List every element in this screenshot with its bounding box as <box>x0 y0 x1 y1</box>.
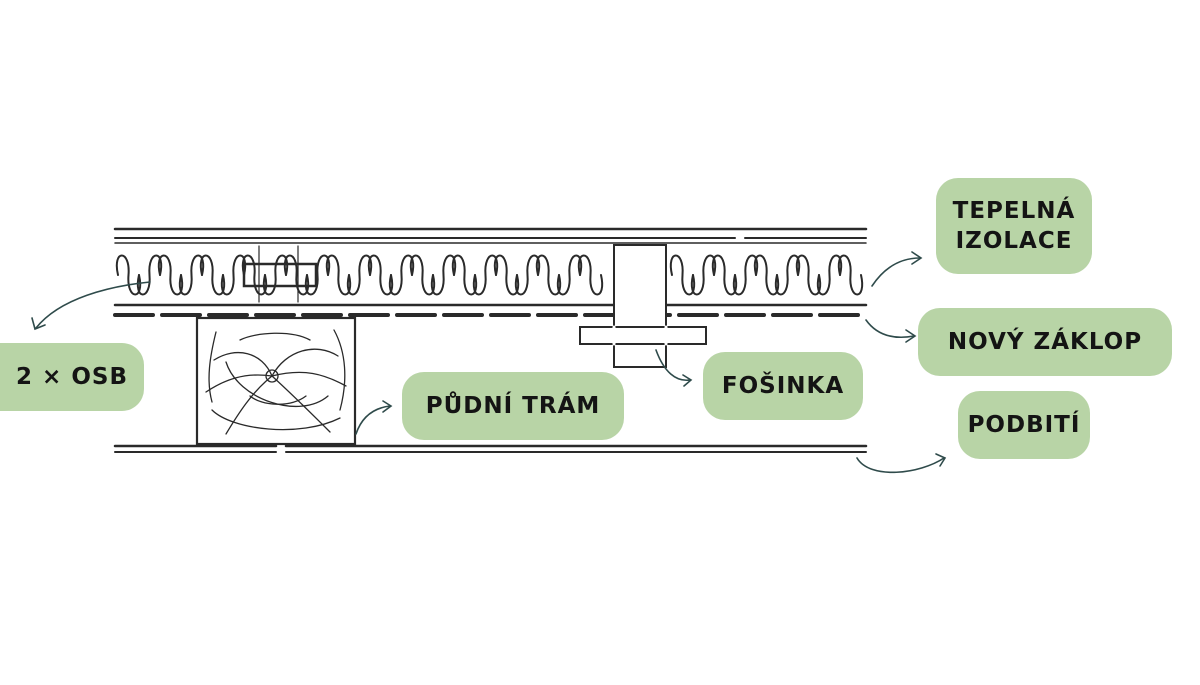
label-batten: FOŠINKA <box>703 352 863 420</box>
insulation-loop <box>325 254 352 296</box>
insulation-loop <box>753 254 780 296</box>
batten-post <box>613 244 667 368</box>
insulation-loop <box>556 254 583 296</box>
insulation-pattern <box>115 254 864 296</box>
insulation-loop <box>816 254 843 296</box>
insulation-loop <box>115 254 142 296</box>
insulation-loop <box>304 254 331 296</box>
label-ceiling-boards: PODBITÍ <box>958 391 1090 459</box>
arrow-beam <box>355 405 391 435</box>
insulation-loop <box>262 254 289 296</box>
insulation-loop <box>690 254 717 296</box>
insulation-loop <box>711 254 738 296</box>
label-insulation: TEPELNÁ IZOLACE <box>936 178 1092 274</box>
insulation-loop <box>136 254 163 296</box>
arrow-new-floor <box>865 319 915 338</box>
insulation-loop <box>514 254 541 296</box>
label-osb: 2 × OSB <box>0 343 144 411</box>
arrow-osb <box>35 281 151 329</box>
insulation-loop <box>669 254 696 296</box>
insulation-loop <box>409 254 436 296</box>
insulation-loop <box>178 254 205 296</box>
wood-grain <box>205 329 347 435</box>
insulation-loop <box>577 254 604 296</box>
insulation-loop <box>220 254 247 296</box>
batten-plank <box>579 326 707 345</box>
insulation-loop <box>241 254 268 296</box>
insulation-loop <box>157 254 184 296</box>
attic-beam <box>195 316 357 446</box>
insulation-loop <box>283 254 310 296</box>
arrow-batten <box>655 349 691 381</box>
insulation-loop <box>451 254 478 296</box>
insulation-loop <box>795 254 822 296</box>
insulation-loop <box>535 254 562 296</box>
insulation-loop <box>346 254 373 296</box>
insulation-loop <box>388 254 415 296</box>
insulation-loop <box>732 254 759 296</box>
arrow-ceiling <box>856 457 945 474</box>
insulation-loop <box>367 254 394 296</box>
arrow-insulation <box>871 257 921 287</box>
insulation-loop <box>199 254 226 296</box>
insulation-loop <box>430 254 457 296</box>
label-attic-beam: PŮDNÍ TRÁM <box>402 372 624 440</box>
label-new-floor: NOVÝ ZÁKLOP <box>918 308 1172 376</box>
insulation-loop <box>837 254 864 296</box>
insulation-loop <box>472 254 499 296</box>
insulation-loop <box>493 254 520 296</box>
insulation-loop <box>774 254 801 296</box>
